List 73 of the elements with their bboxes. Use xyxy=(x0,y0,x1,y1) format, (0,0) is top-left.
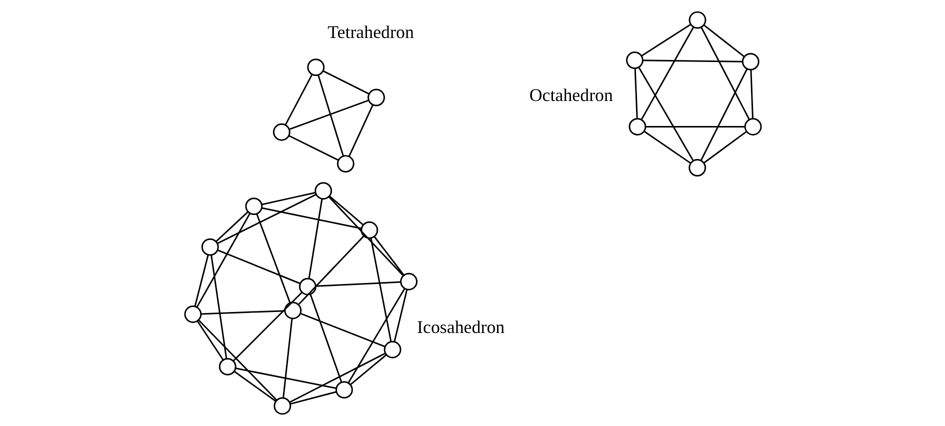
connector xyxy=(298,235,364,305)
connector xyxy=(232,292,302,362)
connector xyxy=(288,352,386,403)
connector xyxy=(638,66,694,162)
connector xyxy=(347,288,405,384)
connector xyxy=(643,130,690,164)
connector xyxy=(217,249,300,284)
connector xyxy=(216,194,316,244)
connector xyxy=(642,60,742,62)
node-circle xyxy=(360,221,378,239)
connector xyxy=(700,26,750,120)
connector xyxy=(288,135,338,161)
node-circle xyxy=(218,358,236,376)
node-circle xyxy=(688,11,706,29)
connector xyxy=(256,214,290,304)
connector xyxy=(261,192,316,206)
label: Tetrahedron xyxy=(327,22,414,42)
connector xyxy=(700,68,748,161)
connector xyxy=(215,211,248,242)
connector xyxy=(634,68,638,119)
node-circle xyxy=(200,238,218,256)
connector xyxy=(290,391,336,405)
connector xyxy=(373,236,404,276)
node-circle xyxy=(184,306,202,323)
connector xyxy=(703,24,744,58)
connector xyxy=(750,70,753,119)
connector xyxy=(308,198,322,279)
connector xyxy=(288,100,368,130)
connector xyxy=(322,70,369,94)
connector xyxy=(198,319,277,401)
node-circle xyxy=(298,278,316,296)
node-circle xyxy=(383,340,401,358)
connector xyxy=(348,104,373,157)
node-circle xyxy=(628,118,646,136)
connector xyxy=(194,254,208,306)
connector xyxy=(328,196,363,226)
connector xyxy=(282,318,292,398)
node-circle xyxy=(336,155,354,172)
node-circle xyxy=(306,58,324,76)
connector xyxy=(234,368,336,389)
connector xyxy=(300,312,385,348)
connector xyxy=(233,370,276,402)
node-circle xyxy=(744,118,762,136)
connector xyxy=(640,26,694,120)
connector xyxy=(370,238,392,342)
connector xyxy=(703,130,746,164)
connector xyxy=(284,74,312,126)
connector xyxy=(196,213,250,308)
node-circle xyxy=(272,123,290,141)
connector xyxy=(350,354,386,386)
node-circle xyxy=(273,397,291,415)
node-circle xyxy=(244,198,262,216)
connector xyxy=(328,196,404,276)
connector xyxy=(315,281,400,287)
connector xyxy=(317,74,344,156)
node-circle xyxy=(284,302,302,320)
node-circle xyxy=(626,52,643,69)
connector xyxy=(210,255,227,359)
node-circle xyxy=(314,182,332,200)
connector xyxy=(640,24,691,57)
node-circle xyxy=(688,159,706,176)
node-circle xyxy=(741,52,759,70)
label: Icosahedron xyxy=(416,317,504,338)
connector xyxy=(393,290,408,342)
label: Octahedron xyxy=(528,85,612,106)
connector xyxy=(200,310,284,315)
connector xyxy=(196,320,224,360)
node-circle xyxy=(400,272,418,290)
node-circle xyxy=(334,381,352,399)
connector xyxy=(645,126,744,128)
connector xyxy=(261,207,362,230)
connector xyxy=(309,294,342,382)
node-circle xyxy=(367,88,384,106)
